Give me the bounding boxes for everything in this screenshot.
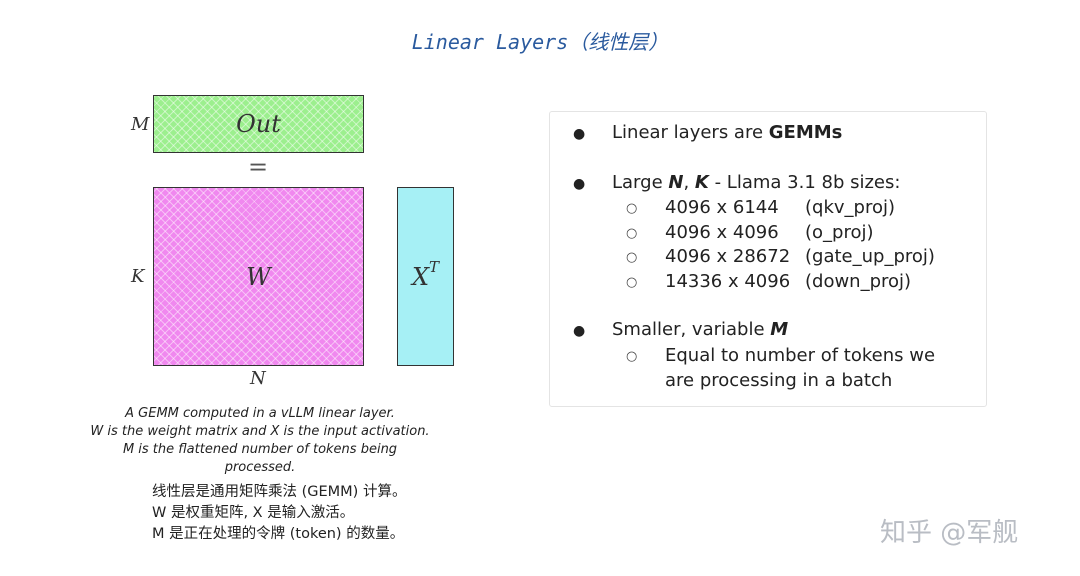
k-symbol: K: [694, 172, 709, 193]
gemms-text: GEMMs: [768, 122, 843, 143]
dim-label-k: K: [131, 266, 145, 287]
size-row-1: 4096 x 6144(qkv_proj): [665, 197, 895, 218]
weight-matrix-label: W: [246, 262, 271, 291]
size-row-4: 14336 x 4096(down_proj): [665, 271, 912, 292]
input-matrix-label: XT: [411, 258, 440, 291]
sub-dot-4: ○: [626, 275, 638, 290]
chinese-note-line-2: W 是权重矩阵, X 是输入激活。: [152, 505, 355, 521]
watermark: 知乎 @军舰: [880, 518, 1019, 548]
bullet-box: [549, 111, 987, 407]
weight-matrix: W: [153, 187, 364, 366]
chinese-note-line-3: M 是正在处理的令牌 (token) 的数量。: [152, 526, 405, 542]
sub-dot-5: ○: [626, 349, 638, 364]
input-transpose-matrix: XT: [397, 187, 454, 366]
caption-line-2: W is the weight matrix and X is the inpu…: [90, 424, 430, 439]
bullet-variable-m: Smaller, variable M: [612, 319, 789, 340]
transpose-superscript: T: [429, 258, 440, 276]
size-row-3: 4096 x 28672(gate_up_proj): [665, 246, 935, 267]
dim-label-m: M: [131, 114, 150, 135]
dim-label-n: N: [250, 368, 266, 389]
m-symbol: M: [770, 319, 789, 340]
sub-dot-1: ○: [626, 201, 638, 216]
bullet-dot-1: ●: [573, 126, 586, 142]
bullet-dot-2: ●: [573, 176, 586, 192]
caption-line-3: M is the flattened number of tokens bein…: [122, 442, 398, 475]
n-symbol: N: [668, 172, 684, 193]
output-matrix: Out: [153, 95, 364, 153]
m-description-line-2: are processing in a batch: [665, 370, 893, 391]
bullet-linear-gemms: Linear layers are GEMMs: [612, 122, 843, 143]
caption-line-1: A GEMM computed in a vLLM linear layer.: [125, 406, 395, 421]
sub-dot-3: ○: [626, 250, 638, 265]
slide-title: Linear Layers（线性层）: [411, 30, 669, 54]
bullet-dot-3: ●: [573, 323, 586, 339]
equals-sign: =: [248, 153, 269, 181]
output-matrix-label: Out: [236, 110, 281, 138]
m-description-line-1: Equal to number of tokens we: [665, 345, 936, 366]
chinese-note: 线性层是通用矩阵乘法 (GEMM) 计算。 W 是权重矩阵, X 是输入激活。 …: [152, 482, 406, 545]
size-row-2: 4096 x 4096(o_proj): [665, 222, 874, 243]
diagram-caption: A GEMM computed in a vLLM linear layer. …: [90, 405, 430, 477]
chinese-note-line-1: 线性层是通用矩阵乘法 (GEMM) 计算。: [152, 484, 407, 500]
bullet-large-nk: Large N, K - Llama 3.1 8b sizes:: [612, 172, 901, 193]
sub-dot-2: ○: [626, 226, 638, 241]
